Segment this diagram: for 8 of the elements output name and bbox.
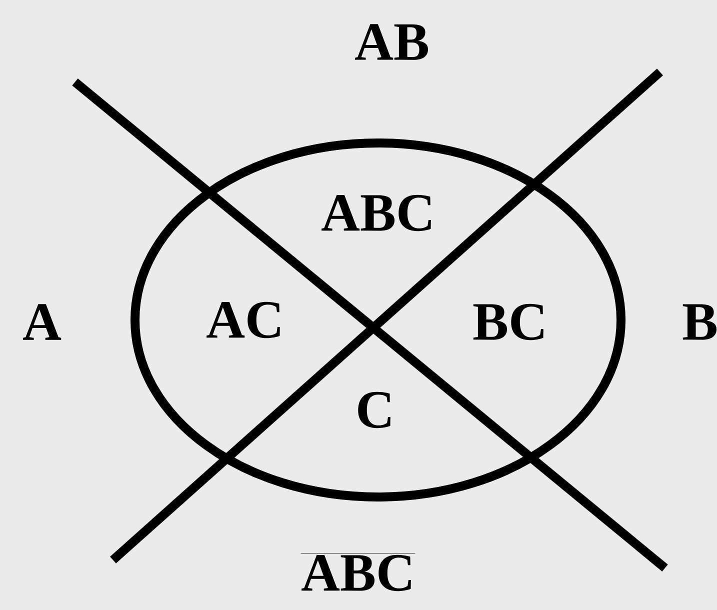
region-label: AB: [355, 24, 428, 60]
region-label: B: [682, 304, 717, 340]
region-label: C: [358, 392, 390, 428]
region-label: AC: [206, 302, 280, 338]
region-label: A: [23, 304, 62, 340]
region-label: $\overline{\textbf{ABC}}$: [301, 553, 415, 592]
region-label: BC: [473, 304, 544, 340]
region-label: ABC: [322, 194, 431, 232]
